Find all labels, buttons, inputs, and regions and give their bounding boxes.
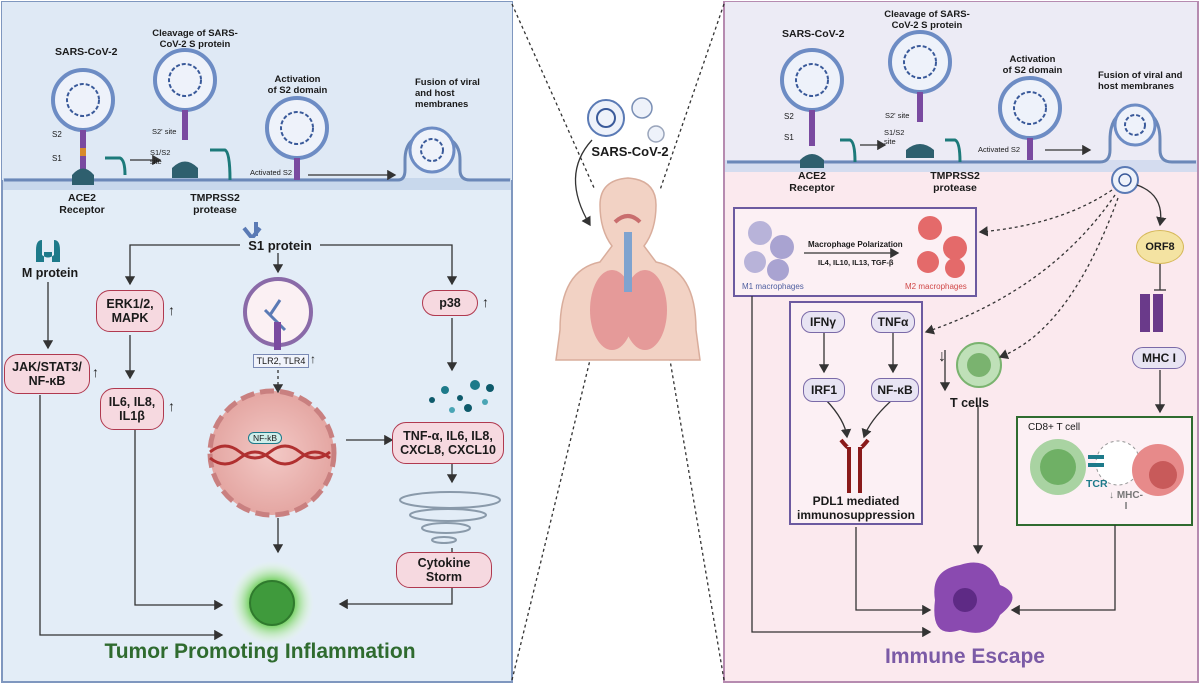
- tcells-down-arrow: ↓: [938, 348, 946, 365]
- right-activated-s2-label: Activated S2: [978, 145, 1021, 154]
- cytokine-storm-node: Cytokine Storm: [396, 552, 492, 588]
- irf1-node: IRF1: [803, 378, 845, 402]
- left-virus-3: [265, 96, 329, 180]
- ifng-node: IFNγ: [801, 311, 845, 333]
- left-s2prime-label: S2' site: [152, 127, 177, 136]
- left-ace2-label: ACE2 Receptor: [59, 192, 105, 216]
- left-activated-s2-label: Activated S2: [250, 168, 293, 177]
- mhc-down-label: ↓ MHC- I: [1109, 490, 1143, 512]
- right-panel-title: Immune Escape: [885, 645, 1045, 668]
- tcells-label: T cells: [950, 396, 989, 410]
- right-s1s2-label: S1/S2 site: [884, 128, 905, 146]
- center-virus-group: [574, 97, 665, 227]
- left-panel-title: Tumor Promoting Inflammation: [104, 640, 416, 663]
- tcr-label: TCR: [1086, 478, 1108, 490]
- tnf-cytokines-node: TNF-α, IL6, IL8, CXCL8, CXCL10: [392, 422, 504, 464]
- left-s2-label: S2: [52, 130, 62, 139]
- right-tmprss2-label: TMPRSS2 protease: [930, 170, 980, 194]
- macrophage-cytokines-label: IL4, IL10, IL13, TGF-β: [818, 258, 894, 267]
- left-tmprss2-label: TMPRSS2 protease: [190, 192, 240, 216]
- left-activation-label: Activation of S2 domain: [267, 74, 328, 96]
- erk-up-arrow: ↑: [168, 302, 175, 318]
- left-arrows: [39, 244, 458, 641]
- tnfa-node: TNFα: [871, 311, 915, 333]
- pdl1-box: [789, 301, 923, 525]
- left-s1s2-label: S1/S2 site: [150, 148, 171, 166]
- jak-stat3-node: JAK/STAT3/ NF-κB: [4, 354, 90, 394]
- left-virus-2: [153, 48, 217, 178]
- il6-up-arrow: ↑: [168, 398, 175, 414]
- p38-up-arrow: ↑: [482, 294, 489, 310]
- nfkb-node: NF-κB: [871, 378, 919, 402]
- tlr-up-arrow: ↑: [310, 352, 316, 366]
- endosome: [243, 277, 313, 350]
- left-virus-1: [51, 68, 115, 185]
- il6-il8-il1b-node: IL6, IL8, IL1β: [100, 388, 164, 430]
- nucleus-cell: [207, 388, 337, 518]
- right-virus-4: [1113, 103, 1157, 147]
- mhc1-receptor-icon: [1140, 294, 1163, 332]
- cytokine-dots: [429, 380, 494, 413]
- immune-escape-cell: [934, 562, 1013, 633]
- m-protein-label: M protein: [21, 266, 79, 280]
- jak-up-arrow: ↑: [92, 364, 99, 380]
- right-virus-3: [998, 76, 1062, 160]
- human-torso-illustration: [555, 177, 701, 361]
- right-fusion-label: Fusion of viral and host membranes: [1098, 70, 1183, 92]
- right-sars-label: SARS-CoV-2: [782, 28, 845, 40]
- right-s1-label: S1: [784, 133, 794, 142]
- left-virus-4: [408, 126, 456, 174]
- left-fusion-label: Fusion of viral and host membranes: [415, 77, 480, 110]
- right-activation-label: Activation of S2 domain: [1002, 54, 1063, 76]
- nfkb-small-label: NF-kB: [248, 432, 282, 444]
- left-s1-label: S1: [52, 154, 62, 163]
- left-sars-label: SARS-CoV-2: [55, 46, 118, 58]
- cd8-label: CD8+ T cell: [1028, 422, 1081, 433]
- cd8-t-cell-icon: [1030, 439, 1184, 496]
- m2-label: M2 macrophages: [905, 282, 967, 291]
- pdl1-receptor-icon: [839, 438, 870, 493]
- right-virus-2: [888, 30, 952, 158]
- left-cleavage-label: Cleavage of SARS- CoV-2 S protein: [152, 28, 238, 50]
- pdl1-label: PDL1 mediated immunosuppression: [796, 494, 915, 522]
- center-virus-label: SARS-CoV-2: [591, 144, 669, 159]
- right-s2-label: S2: [784, 112, 794, 121]
- right-virus-1: [780, 48, 844, 168]
- m2-macrophages-icon: [917, 216, 967, 278]
- m-protein-icon: [36, 240, 60, 262]
- tlr-label: TLR2, TLR4: [253, 354, 309, 368]
- cytokine-storm-tornado: [399, 491, 501, 544]
- right-s2prime-label: S2' site: [885, 111, 910, 120]
- free-virus: [1111, 166, 1139, 194]
- macrophage-polarization-label: Macrophage Polarization: [808, 240, 903, 249]
- orf8-node: ORF8: [1136, 230, 1184, 264]
- mhc1-node: MHC I: [1132, 347, 1186, 369]
- t-cell-icon: [956, 342, 1002, 388]
- tumor-cell-glow: [230, 561, 314, 645]
- erk-mapk-node: ERK1/2, MAPK: [96, 290, 164, 332]
- m1-macrophages-icon: [744, 221, 794, 281]
- s1-protein-label: S1 protein: [240, 238, 320, 253]
- p38-node: p38: [422, 290, 478, 316]
- right-arrows: [751, 184, 1167, 638]
- right-cleavage-label: Cleavage of SARS- CoV-2 S protein: [884, 9, 970, 31]
- right-ace2-label: ACE2 Receptor: [789, 170, 835, 194]
- m1-label: M1 macrophages: [742, 282, 804, 291]
